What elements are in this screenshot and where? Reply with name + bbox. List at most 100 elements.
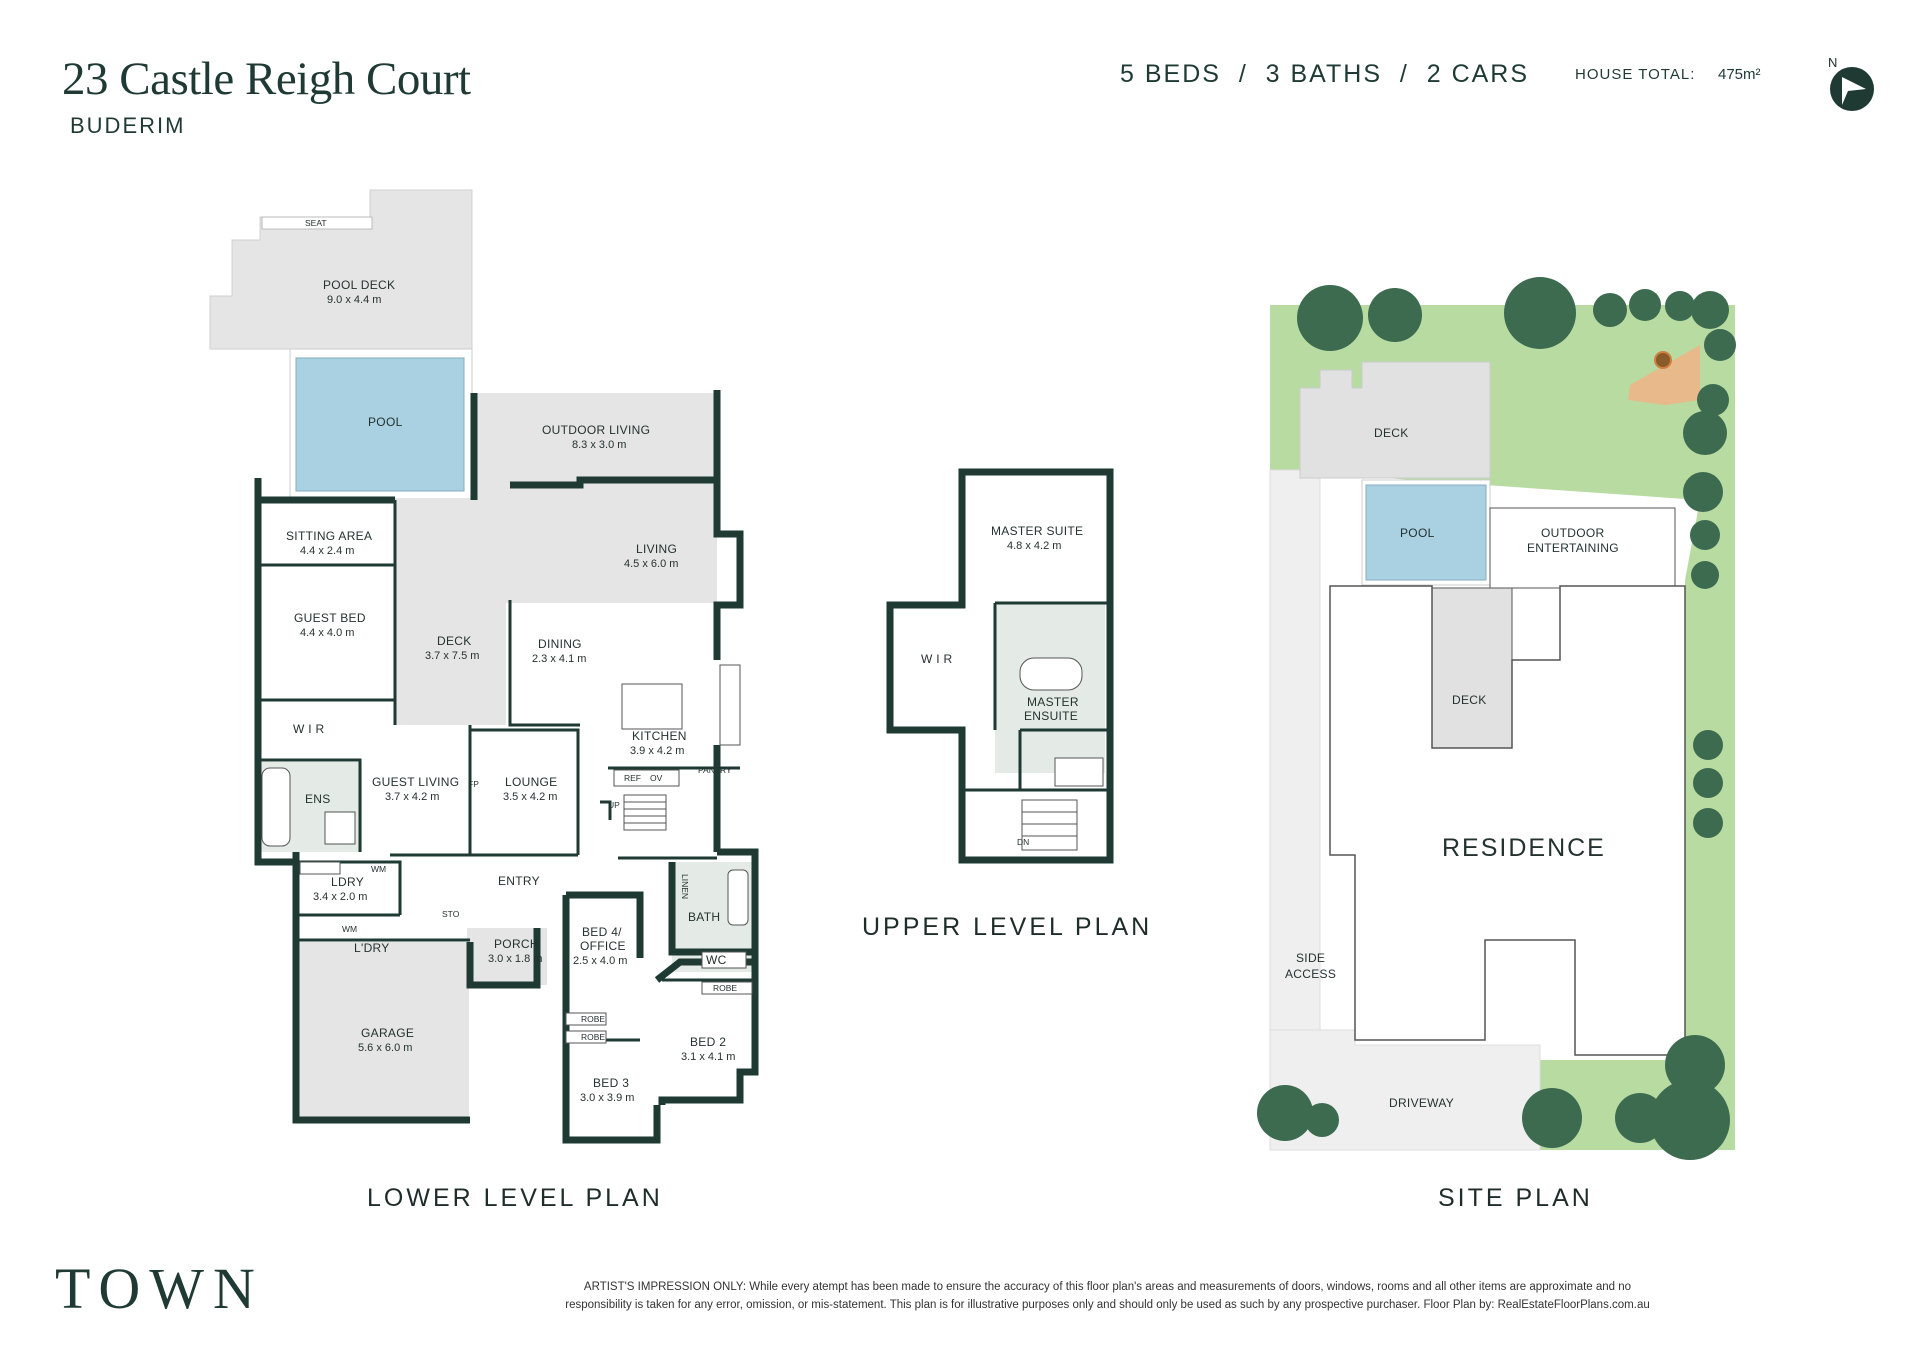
robe-bed2 <box>701 981 753 995</box>
robe-bed4 <box>565 1012 607 1026</box>
ldry2-label: L'DRY <box>354 941 390 955</box>
lounge-label: LOUNGE <box>505 775 557 789</box>
residence-label: RESIDENCE <box>1442 834 1606 862</box>
sitting-area-dim: 4.4 x 2.4 m <box>300 545 354 557</box>
master-ensuite-label: MASTER <box>1027 695 1079 709</box>
guest-living-label: GUEST LIVING <box>372 775 459 789</box>
upper-wir-label: W I R <box>921 652 953 666</box>
master-ensuite-tub <box>1019 657 1083 691</box>
porch-dim: 3.0 x 1.8 m <box>488 953 542 965</box>
site-deck-lower <box>1431 587 1513 749</box>
site-outdoor-label2: ENTERTAINING <box>1527 541 1619 555</box>
deck-area <box>396 500 506 725</box>
up-label: UP <box>608 800 620 810</box>
garage-label: GARAGE <box>361 1026 414 1040</box>
site-plan: DECK POOL OUTDOOR ENTERTAINING DECK RESI… <box>1257 277 1736 1160</box>
entry-label: ENTRY <box>498 874 540 888</box>
ensuite-shower <box>324 811 356 845</box>
pool-deck-area <box>209 189 473 350</box>
bath-tub <box>727 869 749 926</box>
disclaimer: ARTIST'S IMPRESSION ONLY: While every at… <box>495 1278 1720 1314</box>
site-deck-upper <box>1299 361 1491 479</box>
master-suite-dim: 4.8 x 4.2 m <box>1007 540 1061 552</box>
kitchen-bench <box>719 664 741 746</box>
site-pool-label: POOL <box>1400 526 1435 540</box>
outdoor-living-dim: 8.3 x 3.0 m <box>572 439 626 451</box>
wc-label: WC <box>706 953 727 967</box>
bed4-label2: OFFICE <box>580 939 626 953</box>
wir-label: W I R <box>293 722 325 736</box>
sto-label: STO <box>442 909 460 919</box>
pool-deck-label: POOL DECK <box>323 278 395 292</box>
property-address: 23 Castle Reigh Court <box>62 53 471 105</box>
living-label: LIVING <box>636 542 677 556</box>
bath-label: BATH <box>688 910 720 924</box>
lower-plan-title: LOWER LEVEL PLAN <box>367 1184 663 1212</box>
dn-label: DN <box>1017 837 1029 847</box>
house-total-value: 475m² <box>1718 66 1761 83</box>
site-outdoor-entertaining <box>1489 507 1676 589</box>
dining-dim: 2.3 x 4.1 m <box>532 653 586 665</box>
bed4-dim: 2.5 x 4.0 m <box>573 955 627 967</box>
site-deck2-label: DECK <box>1452 693 1487 707</box>
site-plan-title: SITE PLAN <box>1438 1184 1593 1212</box>
living-dim: 4.5 x 6.0 m <box>624 558 678 570</box>
dining-label: DINING <box>538 637 582 651</box>
firepit-icon <box>1654 351 1672 369</box>
guest-bed-dim: 4.4 x 4.0 m <box>300 627 354 639</box>
outdoor-living-label: OUTDOOR LIVING <box>542 423 650 437</box>
kitchen-dim: 3.9 x 4.2 m <box>630 745 684 757</box>
master-suite-label: MASTER SUITE <box>991 524 1083 538</box>
upper-stairs <box>1021 799 1078 851</box>
lower-level-plan: SEAT POOL DECK 9.0 x 4.4 m POOL OUTDOOR … <box>209 189 759 1144</box>
wm2-label: WM <box>342 924 357 934</box>
kitchen-label: KITCHEN <box>632 729 687 743</box>
outdoor-living-area <box>474 393 717 603</box>
upper-plan-title: UPPER LEVEL PLAN <box>862 913 1153 941</box>
upper-walls <box>886 468 1114 864</box>
lounge-dim: 3.5 x 4.2 m <box>503 791 557 803</box>
disclaimer-line-2: responsibility is taken for any error, o… <box>565 1299 1650 1311</box>
linen-label: LINEN <box>680 874 690 899</box>
guest-bed-label: GUEST BED <box>294 611 366 625</box>
bed2-dim: 3.1 x 4.1 m <box>681 1051 735 1063</box>
robe2-label: ROBE <box>581 1032 605 1042</box>
property-suburb: BUDERIM <box>70 113 186 138</box>
pool-label: POOL <box>368 415 403 429</box>
house-total-label: HOUSE TOTAL: <box>1575 66 1696 83</box>
disclaimer-line-1: ARTIST'S IMPRESSION ONLY: While every at… <box>583 1281 1632 1293</box>
garage-area <box>296 942 469 1117</box>
kitchen-island <box>621 683 683 730</box>
upper-level-plan: MASTER SUITE 4.8 x 4.2 m W I R MASTER EN… <box>886 468 1114 864</box>
laundry-tub <box>299 861 341 875</box>
ldry-dim: 3.4 x 2.0 m <box>313 891 367 903</box>
side-access-label2: ACCESS <box>1285 967 1336 981</box>
pool <box>295 357 465 492</box>
bed4-label: BED 4/ <box>582 925 622 939</box>
north-label: N <box>1828 55 1837 70</box>
guest-living-dim: 3.7 x 4.2 m <box>385 791 439 803</box>
property-specs: 5 BEDS / 3 BATHS / 2 CARS <box>1120 60 1530 88</box>
deck-label: DECK <box>437 634 472 648</box>
robe1-label: ROBE <box>581 1014 605 1024</box>
bed2-label: BED 2 <box>690 1035 726 1049</box>
site-pool <box>1365 484 1487 581</box>
seat-label: SEAT <box>305 218 327 228</box>
trees <box>1257 277 1736 1160</box>
firepit-area <box>1628 345 1700 405</box>
deck-dim: 3.7 x 7.5 m <box>425 650 479 662</box>
robe-bed3 <box>565 1030 607 1044</box>
fridge-oven <box>613 769 680 787</box>
porch-label: PORCH <box>494 937 539 951</box>
upper-inner-walls <box>962 601 1110 792</box>
lower-inner-walls <box>258 500 755 1042</box>
driveway-label: DRIVEWAY <box>1389 1096 1454 1110</box>
site-outdoor-label: OUTDOOR <box>1541 526 1604 540</box>
master-ensuite-label2: ENSUITE <box>1024 709 1078 723</box>
garage-dim: 5.6 x 6.0 m <box>358 1042 412 1054</box>
ensuite-bath <box>261 767 291 847</box>
ref-label: REF <box>624 773 641 783</box>
pantry-label: PANTRY <box>698 765 732 775</box>
side-access-label: SIDE <box>1296 951 1325 965</box>
